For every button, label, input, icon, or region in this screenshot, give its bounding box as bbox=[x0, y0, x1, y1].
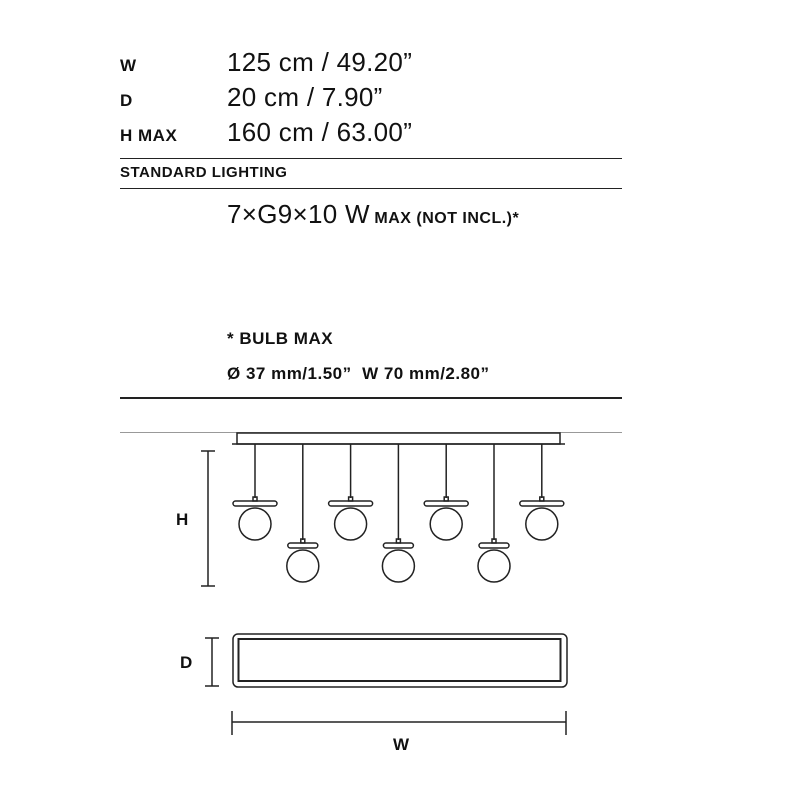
lighting-value-main: 7×G9×10 W bbox=[227, 199, 370, 229]
bulb-dimensions: Ø 37 mm/1.50” W 70 mm/2.80” bbox=[227, 364, 490, 383]
pendants bbox=[232, 444, 565, 583]
pendant-2 bbox=[286, 444, 320, 583]
spec-value-height: 160 cm / 63.00” bbox=[227, 117, 413, 147]
lighting-heading: STANDARD LIGHTING bbox=[120, 164, 288, 181]
depth-label: D bbox=[180, 653, 193, 672]
depth-dimension bbox=[205, 637, 219, 687]
ceiling-canopy bbox=[236, 432, 561, 445]
top-view-inner bbox=[237, 638, 562, 682]
width-dimension bbox=[231, 711, 567, 735]
pendant-5 bbox=[423, 444, 469, 541]
pendant-4 bbox=[381, 444, 416, 583]
spec-value-depth: 20 cm / 7.90” bbox=[227, 82, 383, 112]
top-view-outer bbox=[232, 633, 568, 688]
divider-thick bbox=[120, 397, 622, 399]
spec-value-width: 125 cm / 49.20” bbox=[227, 47, 413, 77]
lighting-value: 7×G9×10 W MAX (NOT INCL.)* bbox=[227, 199, 519, 230]
pendant-6 bbox=[477, 444, 511, 583]
width-label: W bbox=[393, 735, 410, 754]
lighting-value-suffix: MAX (NOT INCL.)* bbox=[374, 210, 520, 227]
bulb-heading: * BULB MAX bbox=[227, 329, 334, 348]
spec-label-width: W bbox=[120, 56, 137, 75]
divider bbox=[120, 188, 622, 189]
divider bbox=[120, 158, 622, 159]
height-dimension bbox=[201, 450, 215, 587]
pendant-3 bbox=[327, 444, 374, 541]
pendant-7 bbox=[519, 444, 565, 541]
height-label: H bbox=[176, 510, 189, 529]
spec-label-depth: D bbox=[120, 91, 133, 110]
spec-label-height: H MAX bbox=[120, 126, 178, 145]
pendant-1 bbox=[232, 444, 278, 541]
